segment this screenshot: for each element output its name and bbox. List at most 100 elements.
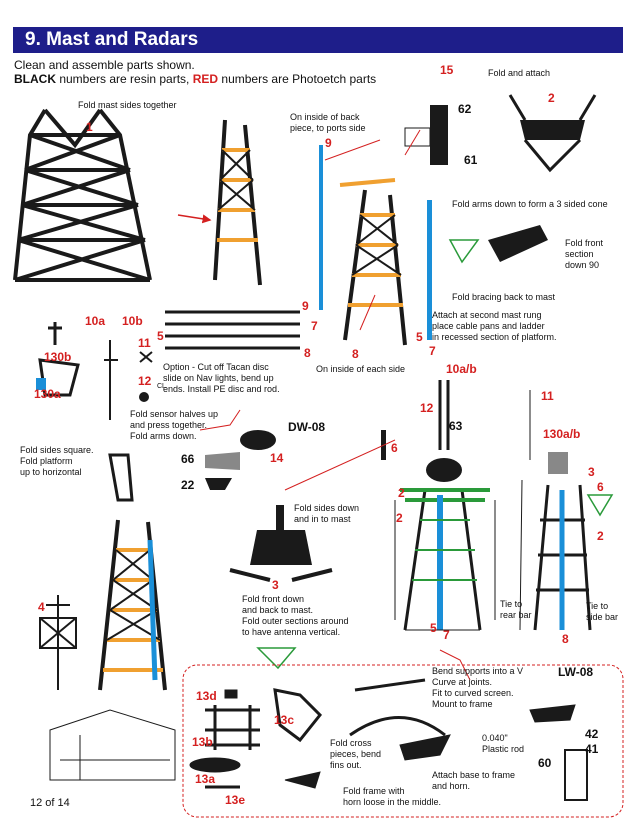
dw08-parts-drawing <box>205 430 386 490</box>
part-8-mast: 8 <box>352 347 359 361</box>
mast-complete-right-drawing <box>519 390 614 631</box>
pe-strip-9 <box>319 145 323 310</box>
part-10a: 10a <box>85 314 106 328</box>
red-word: RED <box>192 72 219 86</box>
parts-11-12-drawing <box>104 340 153 420</box>
note-inside-each: On inside of each side <box>316 364 406 374</box>
part-2-top: 2 <box>548 91 555 105</box>
note-inside-back: On inside of back piece, to ports side <box>290 112 366 133</box>
intro-mid: numbers are resin parts, <box>56 72 193 86</box>
part-15: 15 <box>440 63 454 77</box>
part-11-right: 11 <box>541 389 554 403</box>
note-fold-frame: Fold frame with horn loose in the middle… <box>343 786 442 807</box>
note-plastic-rod: 0.040" Plastic rod <box>482 733 525 754</box>
note-bend-supports: Bend supports into a V Curve at joints. … <box>432 666 524 709</box>
part-7-mast: 7 <box>429 344 436 358</box>
part-14: 14 <box>270 451 284 465</box>
part-22: 22 <box>181 478 195 492</box>
note-attach-second: Attach at second mast rung place cable p… <box>432 310 557 342</box>
note-fold-sides-down: Fold sides down and in to mast <box>294 503 360 524</box>
mast-flat-drawing <box>13 108 152 282</box>
note-fold-arms: Fold arms down to form a 3 sided cone <box>452 199 608 209</box>
part-9-mast: 9 <box>325 136 332 150</box>
part-7-center: 7 <box>443 628 450 642</box>
label-dw08: DW-08 <box>288 420 326 434</box>
part-66: 66 <box>181 452 195 466</box>
part-3-platform: 3 <box>272 578 279 592</box>
part-5-center: 5 <box>430 621 437 635</box>
part-13a: 13a <box>195 772 216 786</box>
intro-end: numbers are Photoetch parts <box>218 72 377 86</box>
part-13b: 13b <box>192 735 213 749</box>
part-13e: 13e <box>225 793 246 807</box>
part-6-center: 6 <box>391 441 398 455</box>
part-7-strips: 7 <box>311 319 318 333</box>
part-42: 42 <box>585 727 599 741</box>
lw08-parts-drawing <box>189 678 588 801</box>
part-13c: 13c <box>274 713 295 727</box>
mast-assembly-drawing <box>339 178 407 346</box>
part-4: 4 <box>38 600 45 614</box>
part-6-right: 6 <box>597 480 604 494</box>
mast-folded-drawing <box>213 119 262 286</box>
page-title: 9. Mast and Radars <box>13 27 623 53</box>
intro-text: Clean and assemble parts shown. BLACK nu… <box>14 58 376 86</box>
black-word: BLACK <box>14 72 56 86</box>
note-fold-bracing: Fold bracing back to mast <box>452 292 556 302</box>
intro-line2: BLACK numbers are resin parts, RED numbe… <box>14 72 376 86</box>
note-fold-cross: Fold cross pieces, bend fins out. <box>330 738 382 770</box>
note-option: Option - Cut off Tacan disc slide on Nav… <box>163 362 280 394</box>
part-2-center: 2 <box>398 486 405 500</box>
note-fold-mast: Fold mast sides together <box>78 100 177 110</box>
note-fold-sides-square: Fold sides square. Fold platform up to h… <box>20 445 94 477</box>
part-41: 41 <box>585 742 599 756</box>
parts-61-62-drawing <box>404 105 448 165</box>
part-2-lower: 2 <box>396 511 403 525</box>
arrow <box>177 214 212 224</box>
note-fold-front-down: Fold front down and back to mast. Fold o… <box>242 594 349 637</box>
platform-2-drawing <box>508 94 597 173</box>
part-62: 62 <box>458 102 472 116</box>
pe-strip-5 <box>427 200 432 340</box>
intro-line1: Clean and assemble parts shown. <box>14 58 195 72</box>
part-63: 63 <box>449 419 463 433</box>
note-fold-sensor: Fold sensor halves up and press together… <box>130 409 219 441</box>
lw08-panel-border <box>182 664 624 818</box>
part-130a: 130a <box>34 387 61 401</box>
label-cl: CL <box>157 383 166 390</box>
part-130b: 130b <box>44 350 72 364</box>
note-tie-rear: Tie to rear bar <box>500 599 532 620</box>
part-61: 61 <box>464 153 478 167</box>
part-9-strips: 9 <box>302 299 309 313</box>
label-lw08: LW-08 <box>558 665 594 679</box>
parts-130-drawing <box>36 322 80 397</box>
part-3-right: 3 <box>588 465 595 479</box>
part-12-left: 12 <box>138 374 152 388</box>
note-tie-side: Tie to side bar <box>586 601 619 622</box>
part-2-right: 2 <box>597 529 604 543</box>
page-number: 12 of 14 <box>30 797 70 809</box>
part-13d: 13d <box>196 689 217 703</box>
mast-lower-left-drawing <box>98 453 167 691</box>
ship-deck-drawing <box>49 709 176 781</box>
part-5-strips: 5 <box>157 329 164 343</box>
part-8-strips: 8 <box>304 346 311 360</box>
lead-lines <box>199 129 471 681</box>
part-10ab: 10a/b <box>446 362 477 376</box>
part-60: 60 <box>538 756 552 770</box>
part-11-left: 11 <box>138 336 151 350</box>
pe-strips-drawing <box>165 310 300 350</box>
part-8-right: 8 <box>562 632 569 646</box>
platform-3-drawing <box>229 505 333 670</box>
part-12-center: 12 <box>420 401 434 415</box>
part-4-drawing <box>39 595 77 690</box>
part-5-mast: 5 <box>416 330 423 344</box>
part-130ab: 130a/b <box>543 427 581 441</box>
note-fold-front: Fold front section down 90 <box>565 238 604 270</box>
mast-complete-center-drawing <box>394 380 496 631</box>
note-attach-base: Attach base to frame and horn. <box>432 770 516 791</box>
part-10b: 10b <box>122 314 143 328</box>
cone-platform-drawing <box>448 225 548 264</box>
part-1: 1 <box>86 120 93 134</box>
